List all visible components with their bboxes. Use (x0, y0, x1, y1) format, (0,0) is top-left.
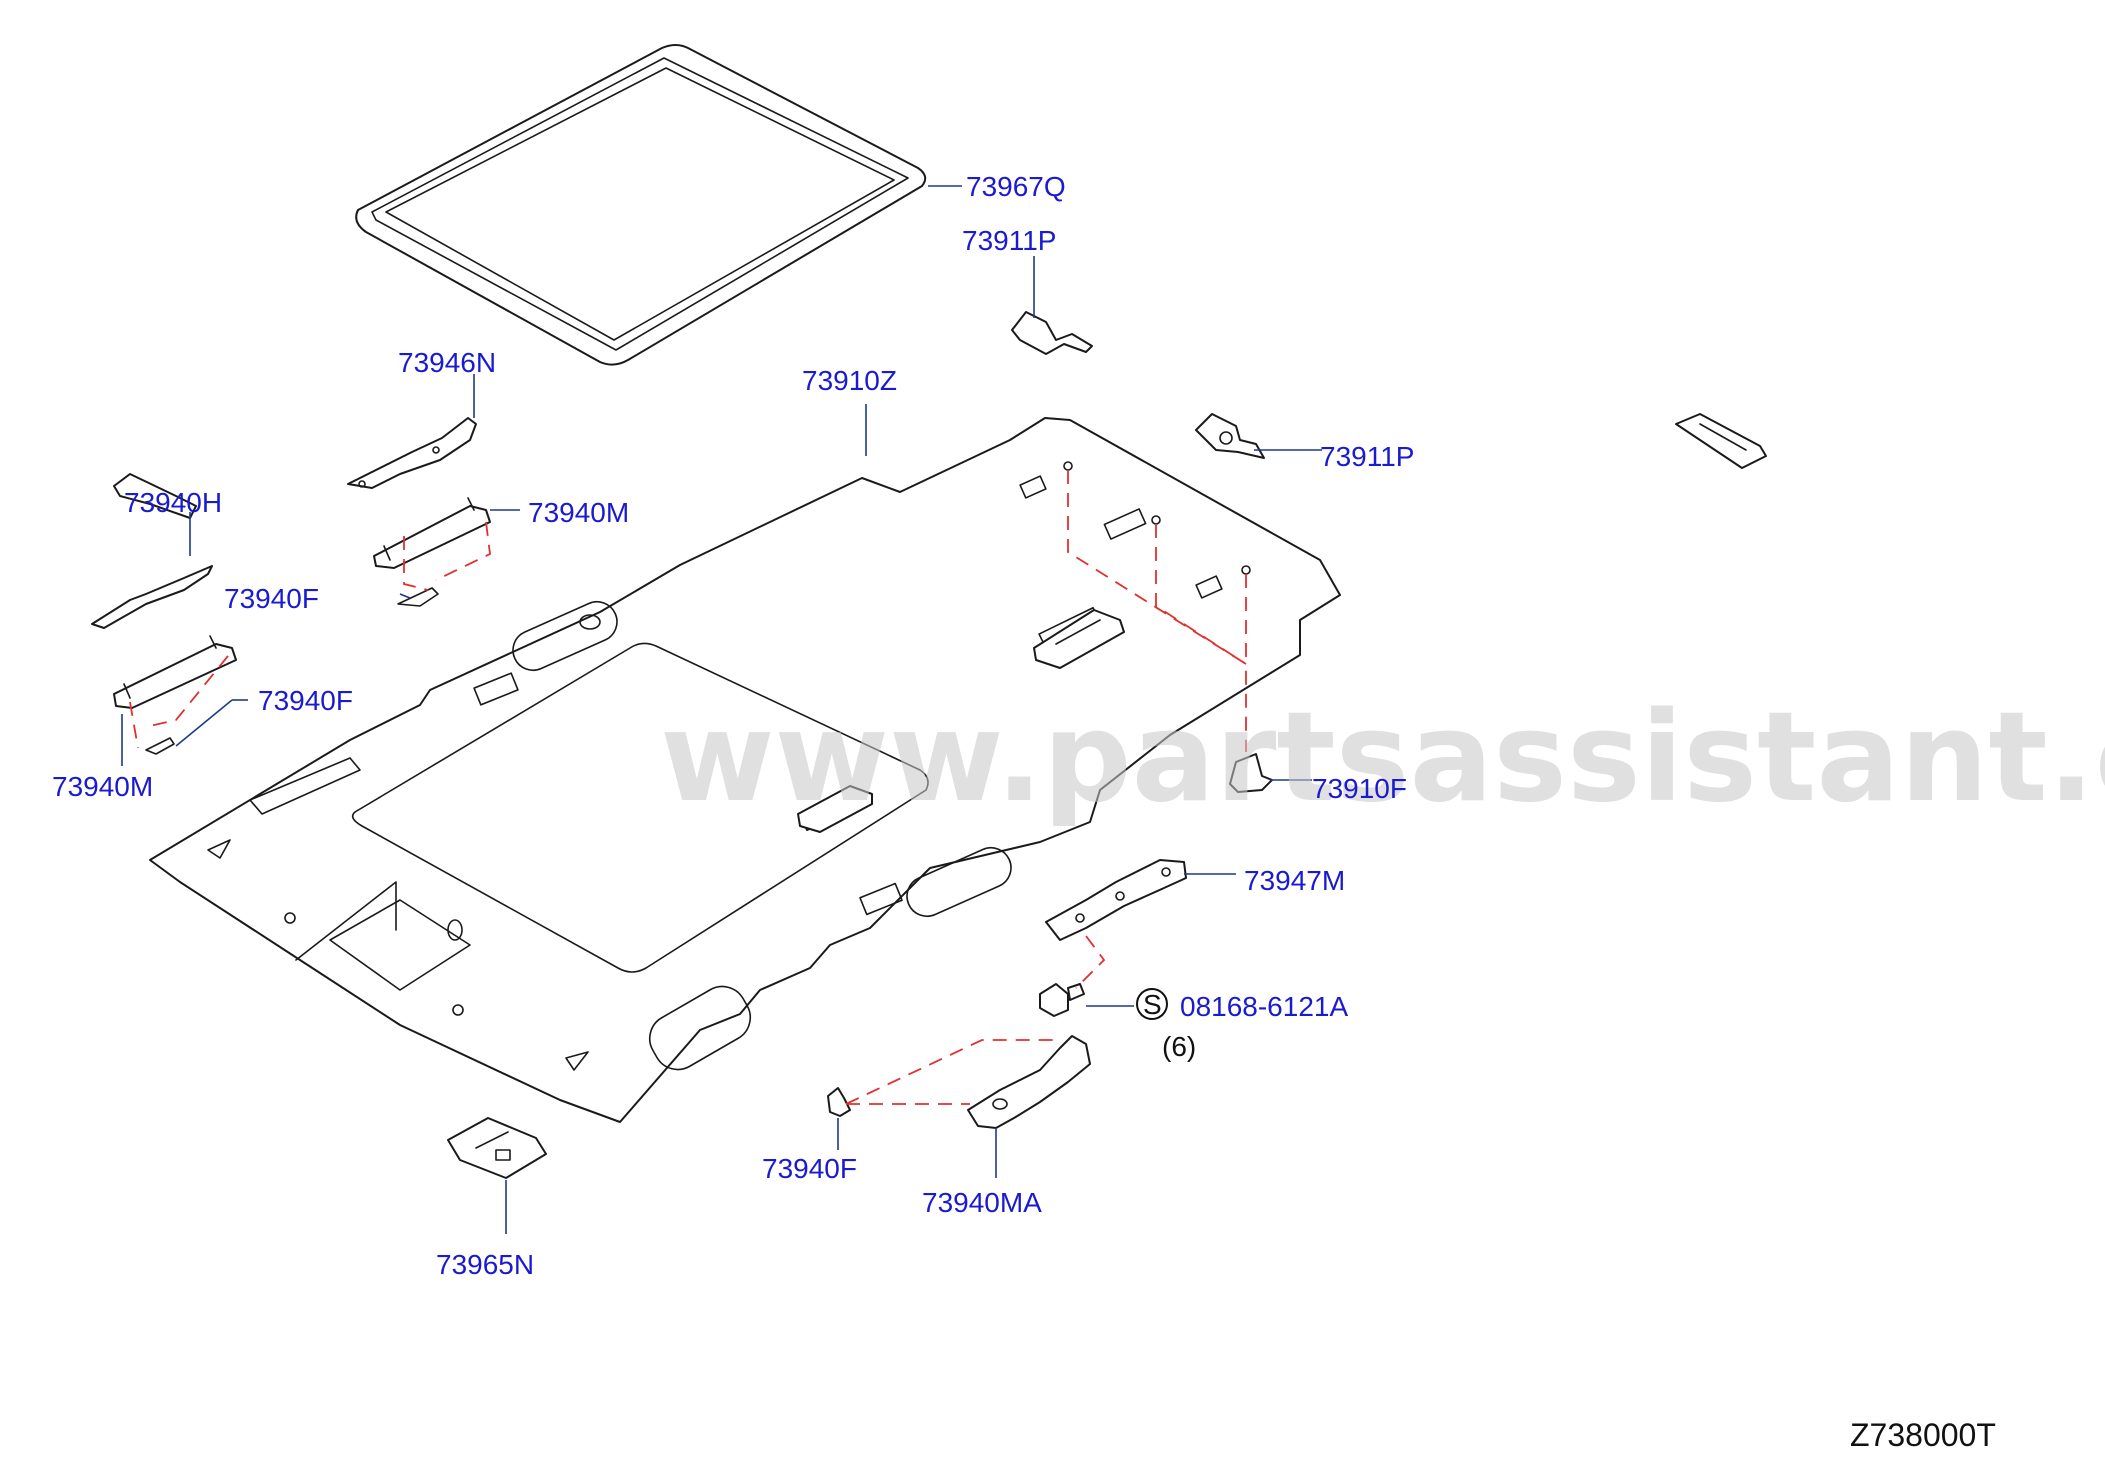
clip-73940f-upper[interactable] (397, 587, 439, 607)
lamp-assembly-sunroof[interactable] (797, 785, 873, 833)
lamp-bracket-far-right[interactable] (1675, 413, 1767, 469)
screw-quantity: (6) (1162, 1031, 1196, 1062)
watermark-text: www.partsassistant.com (660, 686, 2105, 830)
screw-symbol: S (1143, 989, 1162, 1020)
bracket-73911p-upper[interactable] (1011, 311, 1093, 355)
label-73911p-upper[interactable]: 73911P (962, 225, 1056, 256)
assembly-links (129, 470, 1247, 1105)
bracket-73911p-right[interactable] (1195, 413, 1265, 459)
label-73940m-lower[interactable]: 73940M (52, 771, 153, 802)
label-73946n[interactable]: 73946N (398, 347, 496, 378)
grip-73940m-lower[interactable] (113, 635, 237, 709)
label-73940h[interactable]: 73940H (124, 487, 222, 518)
grip-73940ma[interactable] (967, 1035, 1091, 1129)
label-73940f-rear[interactable]: 73940F (762, 1153, 857, 1184)
screw-08168-6121a[interactable] (1039, 983, 1085, 1017)
grip-73940m-upper[interactable] (373, 497, 491, 569)
sunroof-trim-frame[interactable] (355, 44, 927, 366)
label-73967q[interactable]: 73967Q (966, 171, 1066, 202)
diagram-code: Z738000T (1850, 1417, 1996, 1453)
holder-73940h[interactable] (91, 473, 213, 629)
label-73940m-upper[interactable]: 73940M (528, 497, 629, 528)
lamp-73965n[interactable] (447, 1117, 547, 1179)
label-73940f-upper[interactable]: 73940F (224, 583, 319, 614)
lamp-assembly-center[interactable] (1033, 609, 1125, 669)
clip-73910f[interactable] (1229, 753, 1273, 793)
headlining-panel[interactable] (149, 417, 1341, 1123)
label-73910z[interactable]: 73910Z (802, 365, 897, 396)
leader-lines (121, 185, 1322, 1234)
label-73965n[interactable]: 73965N (436, 1249, 534, 1280)
label-73947m[interactable]: 73947M (1244, 865, 1345, 896)
label-73940f-lower[interactable]: 73940F (258, 685, 353, 716)
bracket-73947m[interactable] (1045, 859, 1187, 941)
clip-73940f-rear[interactable] (827, 1087, 851, 1117)
part-labels: 73967Q 73911P 73910Z 73911P 73946N 73940… (52, 171, 1414, 1280)
clip-73940f-lower[interactable] (145, 737, 175, 755)
label-08168-6121a[interactable]: 08168-6121A (1180, 991, 1348, 1022)
label-73911p-right[interactable]: 73911P (1320, 441, 1414, 472)
bracket-73946n[interactable] (347, 417, 477, 489)
label-73910f[interactable]: 73910F (1312, 773, 1407, 804)
label-73940ma[interactable]: 73940MA (922, 1187, 1042, 1218)
screw-symbol-badge: S (1136, 988, 1168, 1020)
